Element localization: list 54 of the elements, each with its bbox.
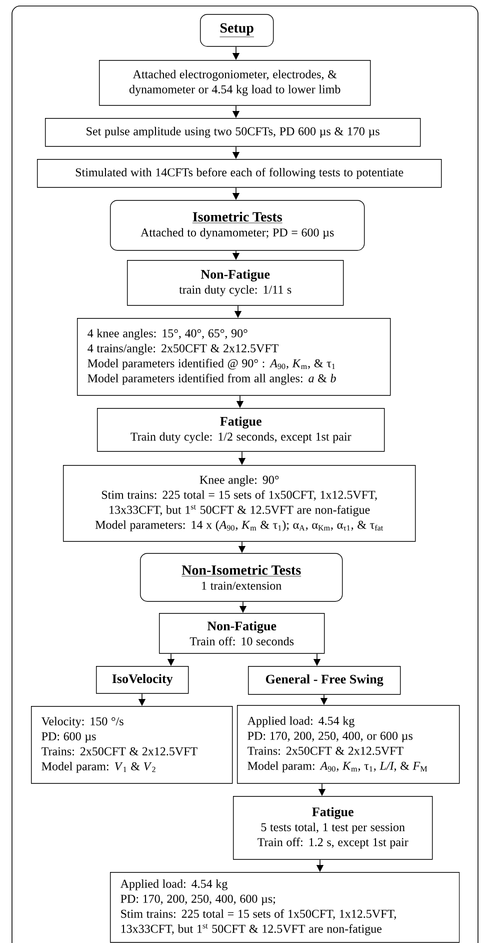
box-text: Model param: V$_{1}$ & V$_{2}$ <box>42 762 156 773</box>
rounded-box <box>140 553 343 602</box>
process-box <box>31 706 233 784</box>
process-box <box>110 872 460 943</box>
box-heading: Non-Isometric Tests <box>181 564 302 576</box>
box-heading: IsoVelocity <box>112 674 173 686</box>
box-text: 5 tests total, 1 test per session <box>261 822 405 834</box>
box-text: Stim trains: 225 total = 15 sets of 1x50CFT, 1x12.5VFT, 13x33CFT, but 1$^{st}$ 50CFT & 12.5VFT are non-fatigue <box>102 490 377 516</box>
box-text: Trains: 2x50CFT & 2x12.5VFT <box>248 746 404 755</box>
box-text: Velocity: 150 °/s <box>42 716 124 728</box>
box-text: Model parameters identified @ 90° : A$_{90}$, K$_{m}$, & τ$_{1}$ <box>88 358 335 370</box>
box-text: train duty cycle: 1/11 s <box>179 285 292 296</box>
box-text: Applied load: 4.54 kg <box>247 716 354 728</box>
box-heading: General - Free Swing <box>266 674 384 686</box>
box-text: PD: 170, 200, 250, 400, 600 µs; <box>120 894 275 906</box>
box-text: Stim trains: 225 total = 15 sets of 1x50CFT, 1x12.5VFT, 13x33CFT, but 1$^{st}$ 50CFT & 12.5VFT are non-fatigue <box>121 909 396 936</box>
box-text: Train duty cycle: 1/2 seconds, except 1st pair <box>130 432 352 444</box>
box-text: 4 knee angles: 15°, 40°, 65°, 90° <box>88 328 248 340</box>
box-heading: Non-Fatigue <box>207 621 276 634</box>
box-heading: Fatigue <box>220 416 262 428</box>
process-box <box>159 613 325 654</box>
box-text: 1 train/extension <box>202 582 282 590</box>
box-text: Model param: A$_{90}$, K$_{m}$, τ$_{1}$, L/I, & F$_{M}$ <box>248 761 428 772</box>
box-text: Set pulse amplitude using two 50CFTs, PD 600 µs & 170 µs <box>86 126 380 138</box>
box-text: PD: 170, 200, 250, 400, or 600 µs <box>248 732 412 742</box>
box-text: PD: 600 µs <box>42 732 96 743</box>
process-box <box>233 796 433 860</box>
rounded-box <box>200 14 274 47</box>
box-text: Attached electrogoniometer, electrodes, & dynamometer or 4.54 kg load to lower limb <box>129 70 340 96</box>
box-text: Train off: 1.2 s, except 1st pair <box>258 838 408 849</box>
process-box <box>99 60 371 106</box>
process-box <box>248 666 401 695</box>
process-box <box>127 260 344 306</box>
box-heading: Setup <box>220 23 254 38</box>
process-box <box>237 705 460 784</box>
box-text: Applied load: 4.54 kg <box>120 879 228 890</box>
box-text: Knee angle: 90° <box>200 475 279 486</box>
process-box <box>77 318 391 396</box>
rounded-box <box>110 200 365 251</box>
process-box <box>45 118 421 147</box>
box-text: Model parameters identified from all angles: a & b <box>88 374 336 385</box>
box-text: Attached to dynamometer; PD = 600 µs <box>140 228 334 239</box>
process-box <box>63 465 416 542</box>
box-text: Train off: 10 seconds <box>190 636 294 646</box>
process-box <box>97 408 385 452</box>
box-heading: Isometric Tests <box>192 212 282 224</box>
process-box <box>96 666 189 694</box>
box-text: Stimulated with 14CFTs before each of following tests to potentiate <box>76 168 404 179</box>
box-text: Model parameters: 14 x (A$_{90}$, K$_{m}$ & τ$_{1}$); α$_{A}$, α$_{Km}$, α$_{τ1}$, & τ$_{fat}$ <box>95 520 384 532</box>
box-heading: Non-Fatigue <box>200 270 270 282</box>
box-text: Trains: 2x50CFT & 2x12.5VFT <box>42 747 198 756</box>
process-box <box>37 159 442 188</box>
box-heading: Fatigue <box>312 807 354 819</box>
box-text: 4 trains/angle: 2x50CFT & 2x12.5VFT <box>88 344 278 355</box>
